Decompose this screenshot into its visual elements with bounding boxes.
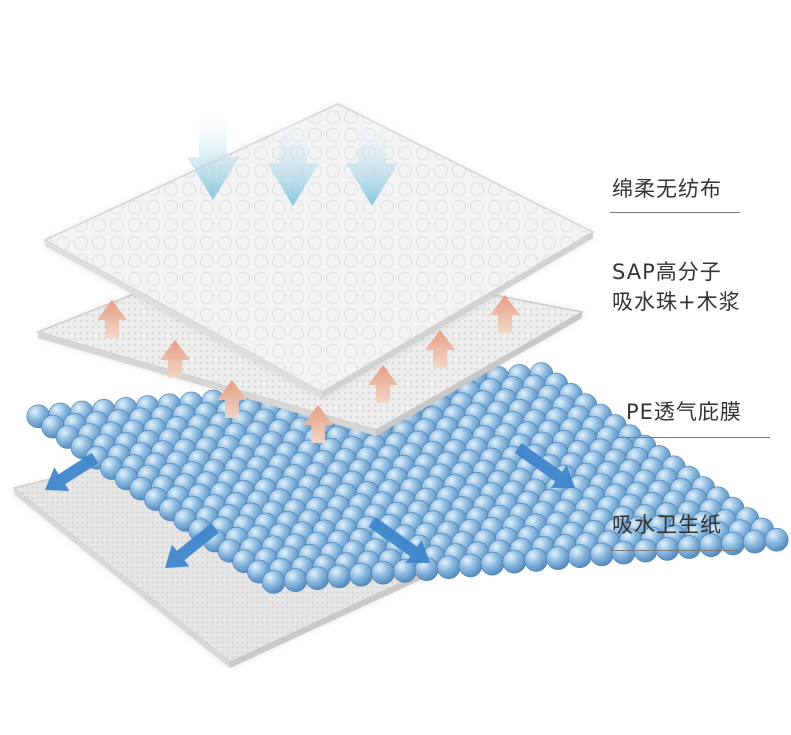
arrow-down-icon: [187, 112, 239, 200]
divider: [610, 550, 740, 551]
sap-bead: [327, 564, 352, 589]
arrow-spread-icon: [45, 452, 99, 491]
arrow-down-icon: [346, 118, 398, 206]
arrows-down-group: [187, 112, 398, 206]
arrow-up-icon: [217, 380, 247, 418]
label-line: 绵柔无纺布: [612, 177, 722, 201]
arrows-spread-group: [45, 443, 575, 568]
label-nonwoven: 绵柔无纺布: [612, 174, 722, 204]
label-sap: SAP高分子 吸水珠+木浆: [612, 257, 741, 317]
arrow-up-icon: [490, 295, 520, 333]
arrow-up-icon: [97, 300, 127, 338]
sap-bead: [305, 566, 330, 591]
sap-bead: [436, 555, 461, 580]
sap-bead: [742, 529, 767, 554]
sap-bead: [458, 553, 483, 578]
label-tissue: 吸水卫生纸: [612, 510, 722, 540]
sap-bead: [349, 562, 373, 587]
sap-bead: [655, 537, 680, 561]
sap-bead: [589, 542, 614, 567]
arrow-up-icon: [303, 405, 333, 443]
divider: [610, 212, 740, 213]
sap-bead: [502, 549, 527, 574]
sap-bead: [524, 548, 548, 572]
sap-bead: [611, 540, 636, 565]
sap-bead: [721, 531, 745, 556]
label-line: SAP高分子: [612, 260, 722, 284]
sap-bead: [764, 527, 789, 552]
arrow-up-icon: [368, 365, 398, 403]
arrows-up-group: [97, 295, 520, 443]
label-pe: PE透气庇膜: [626, 397, 742, 427]
label-line: 吸水卫生纸: [612, 513, 722, 537]
sap-bead: [261, 570, 286, 594]
label-line: 吸水珠+木浆: [612, 290, 741, 314]
arrow-up-icon: [160, 340, 190, 378]
sap-bead: [567, 544, 592, 569]
sap-bead: [371, 560, 395, 585]
sap-bead: [480, 551, 505, 576]
arrow-spread-icon: [514, 443, 575, 488]
sap-bead: [283, 568, 308, 592]
sap-bead: [546, 546, 570, 570]
arrow-spread-icon: [368, 517, 430, 563]
nonwoven-layer: [43, 103, 595, 398]
arrow-spread-icon: [165, 523, 219, 568]
divider: [620, 437, 770, 438]
arrow-down-icon: [267, 118, 319, 206]
arrow-up-icon: [425, 330, 455, 368]
label-line: PE透气庇膜: [626, 400, 742, 424]
